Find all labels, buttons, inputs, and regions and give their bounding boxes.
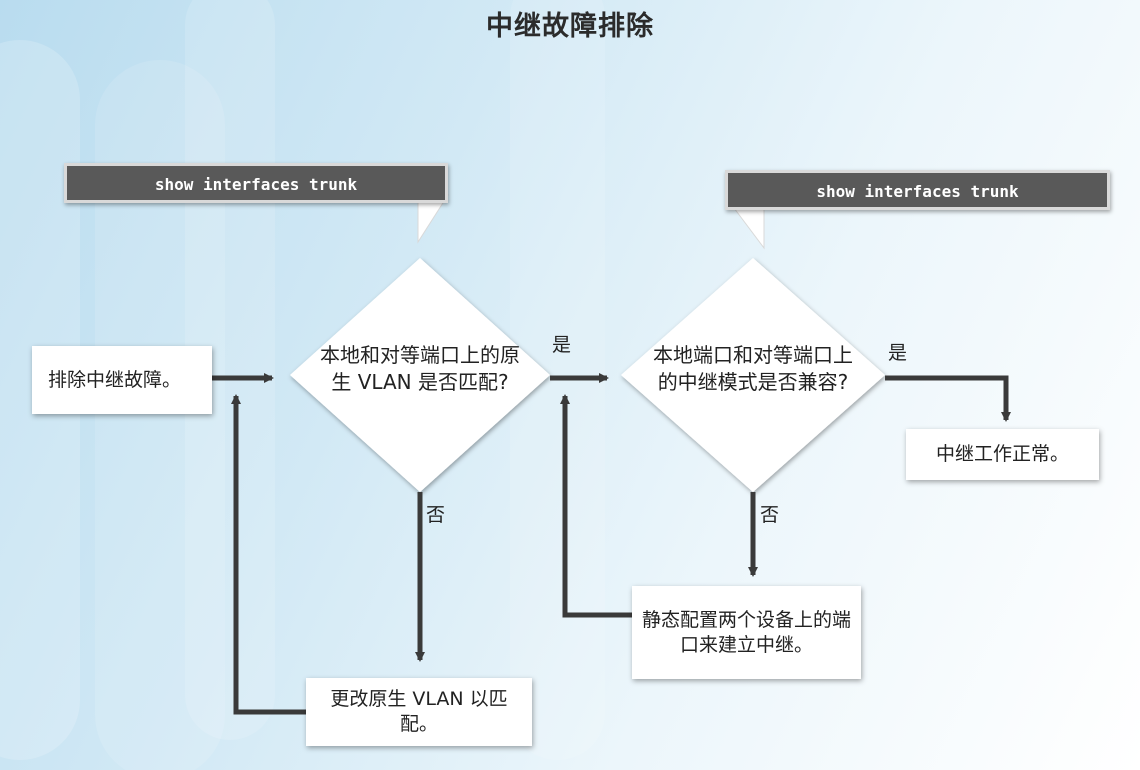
arrow-fix-mode-loop bbox=[560, 394, 632, 618]
command-callout-right: show interfaces trunk bbox=[725, 170, 1110, 210]
arrow-fix-vlan-loop bbox=[231, 394, 306, 715]
decision2-yes-label: 是 bbox=[888, 342, 908, 364]
ok-box: 中继工作正常。 bbox=[906, 429, 1099, 480]
fix-vlan-box: 更改原生 VLAN 以匹配。 bbox=[306, 678, 532, 746]
decision1-yes-label: 是 bbox=[552, 334, 572, 356]
page-title: 中继故障排除 bbox=[486, 11, 654, 42]
fix-mode-box: 静态配置两个设备上的端口来建立中继。 bbox=[632, 586, 861, 679]
arrow-decision2-yes bbox=[885, 375, 1011, 422]
command-callout-left: show interfaces trunk bbox=[64, 163, 448, 203]
decision2-text: 本地端口和对等端口上的中继模式是否兼容? bbox=[653, 343, 853, 394]
decision2-no-label: 否 bbox=[760, 504, 780, 526]
decision2-diamond bbox=[621, 258, 885, 492]
callout-pointer-right bbox=[733, 207, 765, 250]
start-box: 排除中继故障。 bbox=[32, 346, 212, 414]
decision1-no-label: 否 bbox=[426, 504, 446, 526]
decision1-text: 本地和对等端口上的原生 VLAN 是否匹配? bbox=[320, 343, 520, 394]
decision1-diamond bbox=[290, 258, 550, 492]
